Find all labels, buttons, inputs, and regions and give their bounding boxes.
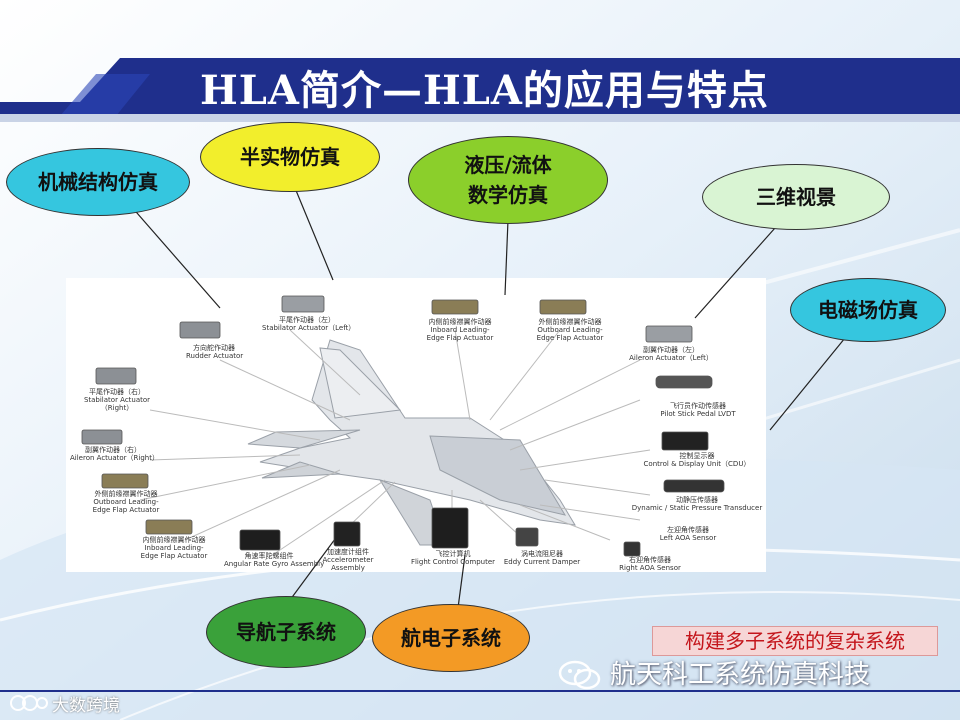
part-label-rudder: 方向舵作动器 Rudder Actuator bbox=[186, 344, 242, 360]
summary-banner: 构建多子系统的复杂系统 bbox=[652, 626, 938, 656]
part-label-inboard-flap-top: 内侧前缘襟翼作动器 Inboard Leading- Edge Flap Act… bbox=[420, 318, 500, 342]
part-label-stabilator-right: 平尾作动器（右） Stabilator Actuator （Right） bbox=[82, 388, 152, 412]
part-label-left-aoa: 左迎角传感器 Left AOA Sensor bbox=[648, 526, 728, 542]
source-watermark: 航天科工系统仿真科技 bbox=[610, 654, 870, 691]
bubble-hardware-in-loop-sim: 半实物仿真 bbox=[200, 122, 380, 192]
part-label-aileron-left: 副翼作动器（左） Aileron Actuator（Left） bbox=[628, 346, 714, 362]
part-label-pressure-transducer: 动静压传感器 Dynamic / Static Pressure Transdu… bbox=[630, 496, 764, 512]
bubble-avionics-subsystem: 航电子系统 bbox=[372, 604, 530, 672]
part-label-stabilator-left: 平尾作动器（左） Stabilator Actuator（Left） bbox=[262, 316, 352, 332]
part-label-aileron-right: 副翼作动器（右） Aileron Actuator（Right） bbox=[70, 446, 156, 462]
part-label-flight-computer: 飞控计算机 Flight Control Computer bbox=[408, 550, 498, 566]
part-label-eddy-damper: 涡电流阻尼器 Eddy Current Damper bbox=[502, 550, 582, 566]
part-label-inboard-flap-left: 内侧前缘襟翼作动器 Inboard Leading- Edge Flap Act… bbox=[134, 536, 214, 560]
part-label-gyro: 角速率陀螺组件 Angular Rate Gyro Assembly bbox=[224, 552, 314, 568]
bubble-mechanical-structure-sim: 机械结构仿真 bbox=[6, 148, 190, 216]
footer-bar bbox=[0, 690, 960, 720]
part-label-outboard-flap-top: 外侧前缘襟翼作动器 Outboard Leading- Edge Flap Ac… bbox=[530, 318, 610, 342]
bubble-3d-visual: 三维视景 bbox=[702, 164, 890, 230]
bubble-electromagnetic-sim: 电磁场仿真 bbox=[790, 278, 946, 342]
part-label-right-aoa: 右迎角传感器 Right AOA Sensor bbox=[610, 556, 690, 572]
part-label-accelerometer: 加速度计组件 Accelerometer Assembly bbox=[318, 548, 378, 572]
footer-brand-logo bbox=[8, 692, 50, 714]
footer-brand-text: 大数跨境 bbox=[52, 691, 120, 716]
bubble-navigation-subsystem: 导航子系统 bbox=[206, 596, 366, 668]
bubble-hydraulic-fluid-sim: 液压/流体 数学仿真 bbox=[408, 136, 608, 224]
part-label-cdu: 控制显示器 Control & Display Unit（CDU） bbox=[642, 452, 752, 468]
page-title: HLA简介—HLA的应用与特点 bbox=[200, 66, 820, 116]
wechat-icon bbox=[558, 660, 602, 690]
part-label-outboard-flap-left: 外侧前缘襟翼作动器 Outboard Leading- Edge Flap Ac… bbox=[86, 490, 166, 514]
part-label-pedal-lvdt: 飞行员作动传感器 Pilot Stick Pedal LVDT bbox=[648, 402, 748, 418]
